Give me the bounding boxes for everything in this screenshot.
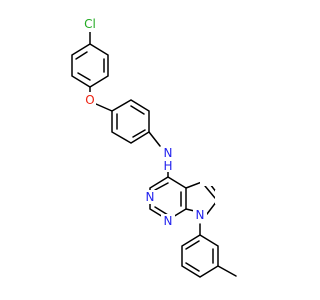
bond-c-nh <box>148 131 161 147</box>
ring-tolyl <box>181 234 219 278</box>
bond-methyl <box>217 265 237 277</box>
ring-pyrazole-inner-double <box>204 185 216 199</box>
bonds <box>71 31 237 278</box>
atom-labels: Cl O N H N N N N <box>80 16 229 228</box>
molecule-structure-figure: Cl O N H N N N N <box>71 16 237 278</box>
atom-n-pyrimidine-1: N <box>164 214 173 228</box>
molecule-diagram: Cl O N H N N N N <box>71 16 237 278</box>
atom-nh-n: N <box>164 146 173 160</box>
atom-n-pyrazole-1: N <box>196 208 205 222</box>
bond-o-c <box>95 103 113 112</box>
ring-pyrimidine-inner-double <box>154 182 182 216</box>
atom-cl: Cl <box>84 17 96 31</box>
ring-aminophenyl-inner-double <box>116 105 146 138</box>
atom-o: O <box>85 93 94 107</box>
atom-n-pyrimidine-3: N <box>146 190 155 204</box>
ring-chlorophenyl-inner-double <box>75 51 105 81</box>
ring-tolyl-inner-double <box>185 240 214 272</box>
atom-nh-h: H <box>163 159 172 173</box>
